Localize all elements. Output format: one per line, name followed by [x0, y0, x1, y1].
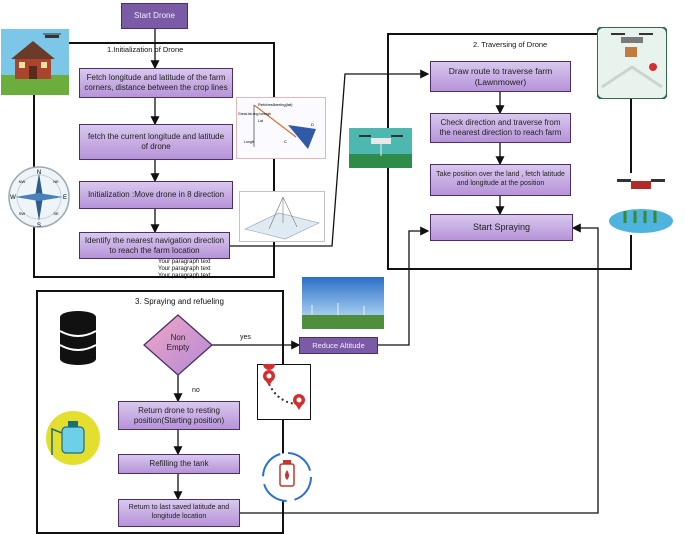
return-last-saved-label: Return to last saved latitude and longit…	[128, 504, 230, 520]
spraying-drone-illustration	[607, 173, 674, 235]
farm-house-illustration	[1, 29, 69, 95]
database-icon	[59, 311, 97, 365]
svg-text:Great-lat ang Iontogh: Great-lat ang Iontogh	[238, 112, 271, 116]
refill-cycle-icon	[262, 452, 312, 502]
svg-text:Refchesllbering(lat): Refchesllbering(lat)	[258, 102, 293, 107]
placeholder-text-2: Your paragraph text	[158, 266, 211, 272]
check-direction-label: Check direction and traverse from the ne…	[439, 118, 562, 137]
start-drone-label: Start Drone	[134, 11, 175, 20]
compass-icon: N S E W NW NE SW SE	[8, 166, 70, 229]
svg-text:E: E	[63, 195, 67, 201]
fetch-current-position-box: fetch the current longitude and latitude…	[79, 124, 233, 160]
fetch-farm-corners-box: Fetch longitude and latitude of the farm…	[79, 68, 233, 98]
arrow-reduce-to-spray	[378, 226, 430, 346]
svg-text:SE: SE	[53, 211, 59, 216]
sky-field-photo	[302, 277, 384, 329]
check-direction-box: Check direction and traverse from the ne…	[430, 113, 571, 143]
arrow-identify-to-draw	[230, 69, 430, 247]
reduce-altitude-box: Reduce Altitude	[299, 337, 378, 354]
svg-text:Lat: Lat	[258, 119, 263, 123]
svg-text:S: S	[37, 223, 41, 229]
move-8-directions-box: Initialization :Move drone in 8 directio…	[79, 181, 233, 209]
identify-direction-label: Identify the nearest navigation directio…	[84, 235, 225, 255]
reduce-altitude-label: Reduce Altitude	[312, 340, 365, 350]
identify-direction-box: Identify the nearest navigation directio…	[79, 232, 230, 259]
return-resting-box: Return drone to resting position(Startin…	[118, 401, 240, 430]
traverse-section-title: 2. Traversing of Drone	[473, 40, 548, 49]
start-spraying-box: Start Spraying	[430, 214, 573, 241]
drone-map-illustration	[597, 27, 667, 99]
fetch-farm-corners-label: Fetch longitude and latitude of the farm…	[84, 73, 228, 92]
svg-text:SW: SW	[19, 211, 26, 216]
decision-label: Non Empty	[166, 333, 190, 353]
route-map-icon	[257, 364, 311, 420]
no-label: no	[192, 387, 200, 394]
svg-text:NE: NE	[53, 179, 59, 184]
geo-distance-diagram: Refchesllbering(lat) Great-lat ang Ionto…	[236, 97, 326, 159]
draw-route-box: Draw route to traverse farm (Lawnmower)	[430, 61, 571, 92]
non-empty-decision	[143, 314, 213, 376]
svg-text:NW: NW	[19, 179, 26, 184]
placeholder-text-3: Your paragraph text	[158, 273, 211, 279]
svg-text:W: W	[10, 195, 16, 201]
triangulation-sketch	[239, 191, 325, 242]
refill-tank-box: Refilling the tank	[118, 454, 240, 474]
init-section-frame	[33, 42, 275, 278]
spray-section-title: 3. Spraying and refueling	[135, 297, 224, 306]
svg-text:C: C	[284, 139, 287, 144]
draw-route-label: Draw route to traverse farm (Lawnmower)	[448, 65, 553, 87]
take-position-box: Take position over the land , fetch lati…	[430, 164, 571, 196]
yes-label: yes	[240, 334, 251, 341]
refill-tank-label: Refilling the tank	[149, 459, 209, 468]
move-8-directions-label: Initialization :Move drone in 8 directio…	[87, 190, 225, 199]
svg-text:D: D	[311, 122, 314, 127]
svg-text:Longit: Longit	[244, 140, 254, 144]
take-position-label: Take position over the land , fetch lati…	[436, 171, 565, 187]
placeholder-text-1: Your paragraph text	[158, 259, 211, 265]
arrow-lastsaved-to-spray	[240, 223, 599, 514]
init-section-title: 1.Initialization of Drone	[107, 45, 184, 54]
start-drone-box: Start Drone	[121, 3, 188, 29]
start-spraying-label: Start Spraying	[472, 221, 531, 232]
sprayer-tank-icon	[46, 411, 100, 465]
return-resting-label: Return drone to resting position(Startin…	[133, 405, 225, 425]
return-last-saved-box: Return to last saved latitude and longit…	[118, 499, 240, 527]
drone-field-illustration	[349, 128, 412, 168]
fetch-current-position-label: fetch the current longitude and latitude…	[87, 132, 225, 151]
svg-text:N: N	[37, 170, 41, 176]
